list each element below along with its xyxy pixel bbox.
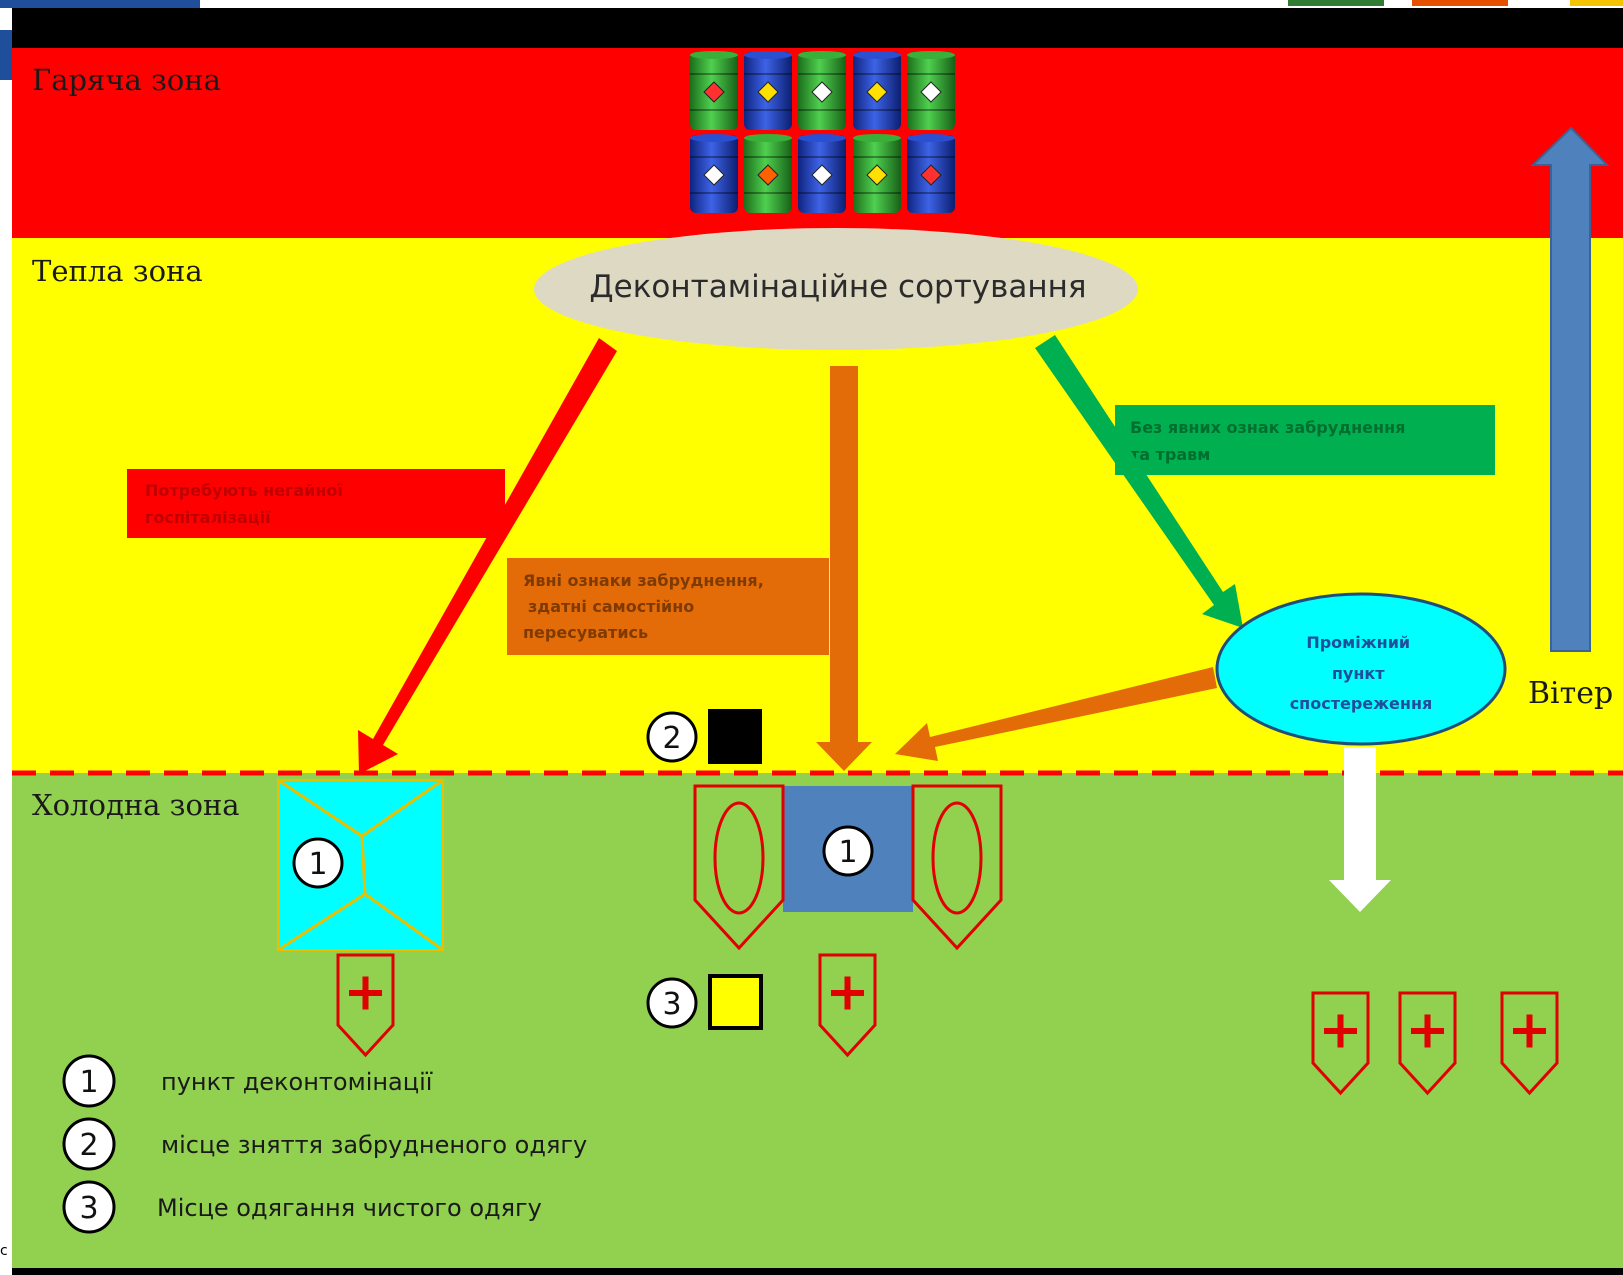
red-category-line-1: Потребують негайної (145, 481, 343, 500)
hazard-diamond-icon (757, 164, 779, 186)
wind-label: Вітер (1528, 676, 1613, 711)
dirty-clothes-square (708, 709, 762, 764)
legend-text-1: пункт деконтомінації (161, 1068, 433, 1096)
corner-logo-fragment (0, 0, 200, 8)
hazard-diamond-icon (703, 81, 725, 103)
svg-text:1: 1 (838, 835, 857, 870)
hazard-diamond-icon (866, 81, 888, 103)
legend-item-1: 1 пункт деконтомінації (62, 1054, 433, 1108)
orange-category-line-1: Явні ознаки забруднення, (523, 571, 764, 590)
barrel-icon (798, 51, 846, 130)
svg-text:2: 2 (79, 1128, 98, 1163)
hazard-diamond-icon (811, 164, 833, 186)
barrel-icon (798, 134, 846, 213)
hazard-diamond-icon (703, 164, 725, 186)
shield-left (693, 784, 785, 951)
medical-badge-icon (336, 953, 395, 1058)
orange-category-line-2: здатні самостійно (528, 597, 694, 616)
green-category-box (1115, 405, 1495, 475)
cold-zone-title: Холодна зона (32, 788, 240, 822)
barrel-icon (690, 51, 738, 130)
svg-text:1: 1 (308, 847, 327, 882)
observation-point-ellipse (1215, 592, 1507, 746)
medical-badge-icon (818, 953, 877, 1058)
svg-text:1: 1 (79, 1065, 98, 1100)
orange-category-line-3: пересуватись (523, 623, 648, 642)
barrel-icon (907, 51, 955, 130)
orange-category-text: Явні ознаки забруднення, здатні самостій… (523, 571, 769, 642)
orange-arrow-down (816, 366, 872, 771)
red-category-text: Потребують негайної госпіталізації (145, 481, 348, 527)
svg-text:2: 2 (662, 721, 681, 756)
legend-text-2: місце зняття забрудненого одягу (161, 1131, 587, 1159)
red-arrow (358, 338, 617, 774)
medical-badge-icon (1398, 991, 1457, 1096)
shield-right (911, 784, 1003, 951)
top-black-bar (12, 8, 1623, 48)
emblem-fragment-2 (1412, 0, 1508, 6)
marker-3: 3 (646, 977, 698, 1029)
hazard-diamond-icon (920, 81, 942, 103)
observation-line-2: пункт (1332, 664, 1385, 683)
medical-badges-group (336, 953, 1559, 1096)
observation-point-text: Проміжний пункт спостереження (1290, 633, 1433, 713)
hazard-diamond-icon (866, 164, 888, 186)
orange-category-box (507, 558, 829, 655)
bottom-black-bar (12, 1268, 1623, 1275)
hazard-diamond-icon (757, 81, 779, 103)
wind-arrow (1530, 126, 1610, 652)
barrel-icon (690, 134, 738, 213)
warm-zone-title: Тепла зона (32, 254, 203, 288)
hazard-diamond-icon (920, 164, 942, 186)
marker-2: 2 (646, 711, 698, 763)
marker-1-tent: 1 (292, 837, 344, 889)
orange-arrow-from-observation (895, 667, 1217, 761)
observation-line-1: Проміжний (1306, 633, 1410, 652)
hazard-barrels-group (690, 51, 955, 213)
legend-item-2: 2 місце зняття забрудненого одягу (62, 1117, 587, 1171)
barrel-icon (853, 51, 901, 130)
hot-zone-title: Гаряча зона (32, 63, 221, 97)
barrel-icon (744, 51, 792, 130)
green-category-line-2: та травм (1130, 445, 1210, 464)
decon-tent-fold-middle (360, 835, 367, 895)
emblem-fragment-3 (1570, 0, 1623, 6)
edge-cut-letter: с (0, 1243, 8, 1259)
green-arrow (1035, 335, 1243, 628)
marker-1-station: 1 (822, 825, 874, 877)
observation-line-3: спостереження (1290, 694, 1433, 713)
legend: 1 пункт деконтомінації 2 місце зняття за… (62, 1054, 587, 1234)
medical-badge-icon (1311, 991, 1370, 1096)
svg-text:3: 3 (79, 1191, 98, 1226)
svg-text:3: 3 (662, 987, 681, 1022)
legend-item-3: 3 Місце одягання чистого одягу (62, 1180, 542, 1234)
barrel-icon (907, 134, 955, 213)
legend-text-3: Місце одягання чистого одягу (157, 1194, 542, 1222)
hazard-diamond-icon (811, 81, 833, 103)
clean-clothes-square (708, 974, 763, 1030)
barrel-icon (744, 134, 792, 213)
emblem-fragment-1 (1288, 0, 1384, 6)
barrel-icon (853, 134, 901, 213)
white-arrow-down (1329, 747, 1391, 912)
green-category-text: Без явних ознак забруднення та травм (1130, 418, 1411, 464)
edge-logo-fragment (0, 30, 12, 80)
sorting-ellipse (534, 228, 1138, 350)
green-category-line-1: Без явних ознак забруднення (1130, 418, 1405, 437)
medical-badge-icon (1500, 991, 1559, 1096)
red-category-line-2: госпіталізації (145, 508, 271, 527)
sorting-label: Деконтамінаційне сортування (589, 269, 1086, 305)
red-category-box (127, 469, 505, 538)
